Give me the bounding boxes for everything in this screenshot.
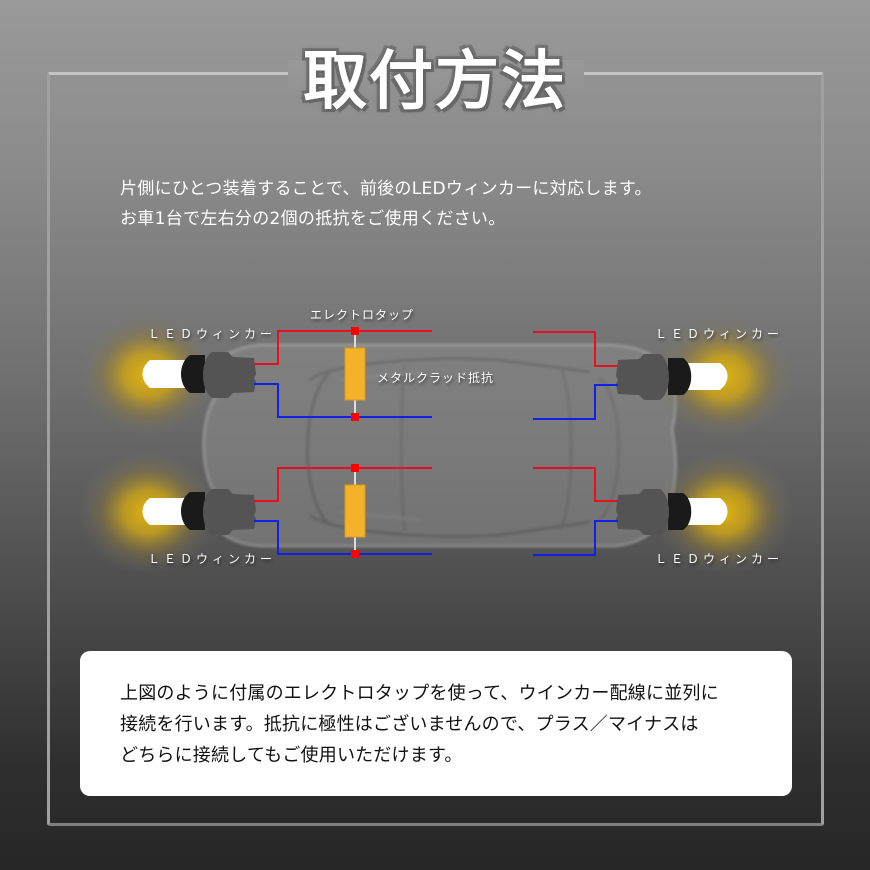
label-metal-clad-resistor: メタルクラッド抵抗 [377,371,495,385]
intro-line-1: 片側にひとつ装着することで、前後のLEDウィンカーに対応します。 [120,179,652,199]
label-led-turn-signal-bottom-left: ＬＥＤウィンカー [148,552,277,566]
electro-tap-marker [351,464,359,472]
info-line-3: どちらに接続してもご使用いただけます。 [120,745,463,766]
label-electro-tap: エレクトロタップ [310,308,415,322]
negative-wire-top-right [533,384,618,420]
electro-tap-marker [351,327,359,335]
label-led-turn-signal-bottom-right: ＬＥＤウィンカー [655,552,784,566]
title-backdrop [288,60,584,90]
electro-tap-marker [351,413,359,421]
intro-text: 片側にひとつ装着することで、前後のLEDウィンカーに対応します。 お車1台で左右… [120,174,652,234]
info-box: 上図のように付属のエレクトロタップを使って、ウインカー配線に並列に 接続を行いま… [80,651,792,796]
metal-clad-resistor-top [344,347,366,401]
led-bulb-top-left [142,352,256,398]
intro-line-2: お車1台で左右分の2個の抵抗をご使用ください。 [120,209,506,229]
positive-wire-bottom-right [533,467,618,502]
page-title: 取付方法 [303,45,567,119]
metal-clad-resistor-bottom [344,484,366,538]
label-led-turn-signal-top-left: ＬＥＤウィンカー [148,327,277,341]
info-text: 上図のように付属のエレクトロタップを使って、ウインカー配線に並列に 接続を行いま… [120,678,719,771]
led-bulb-bottom-right [616,489,728,535]
led-bulb-bottom-left [142,489,256,535]
label-led-turn-signal-top-right: ＬＥＤウィンカー [655,327,784,341]
led-bulb-top-right [616,354,728,400]
electro-tap-marker [351,550,359,558]
info-line-1: 上図のように付属のエレクトロタップを使って、ウインカー配線に並列に [120,683,719,704]
positive-wire-top-right [533,331,618,367]
negative-wire-bottom-right [533,520,618,556]
info-line-2: 接続を行います。抵抗に極性はございませんので、プラス／マイナスは [120,714,699,735]
